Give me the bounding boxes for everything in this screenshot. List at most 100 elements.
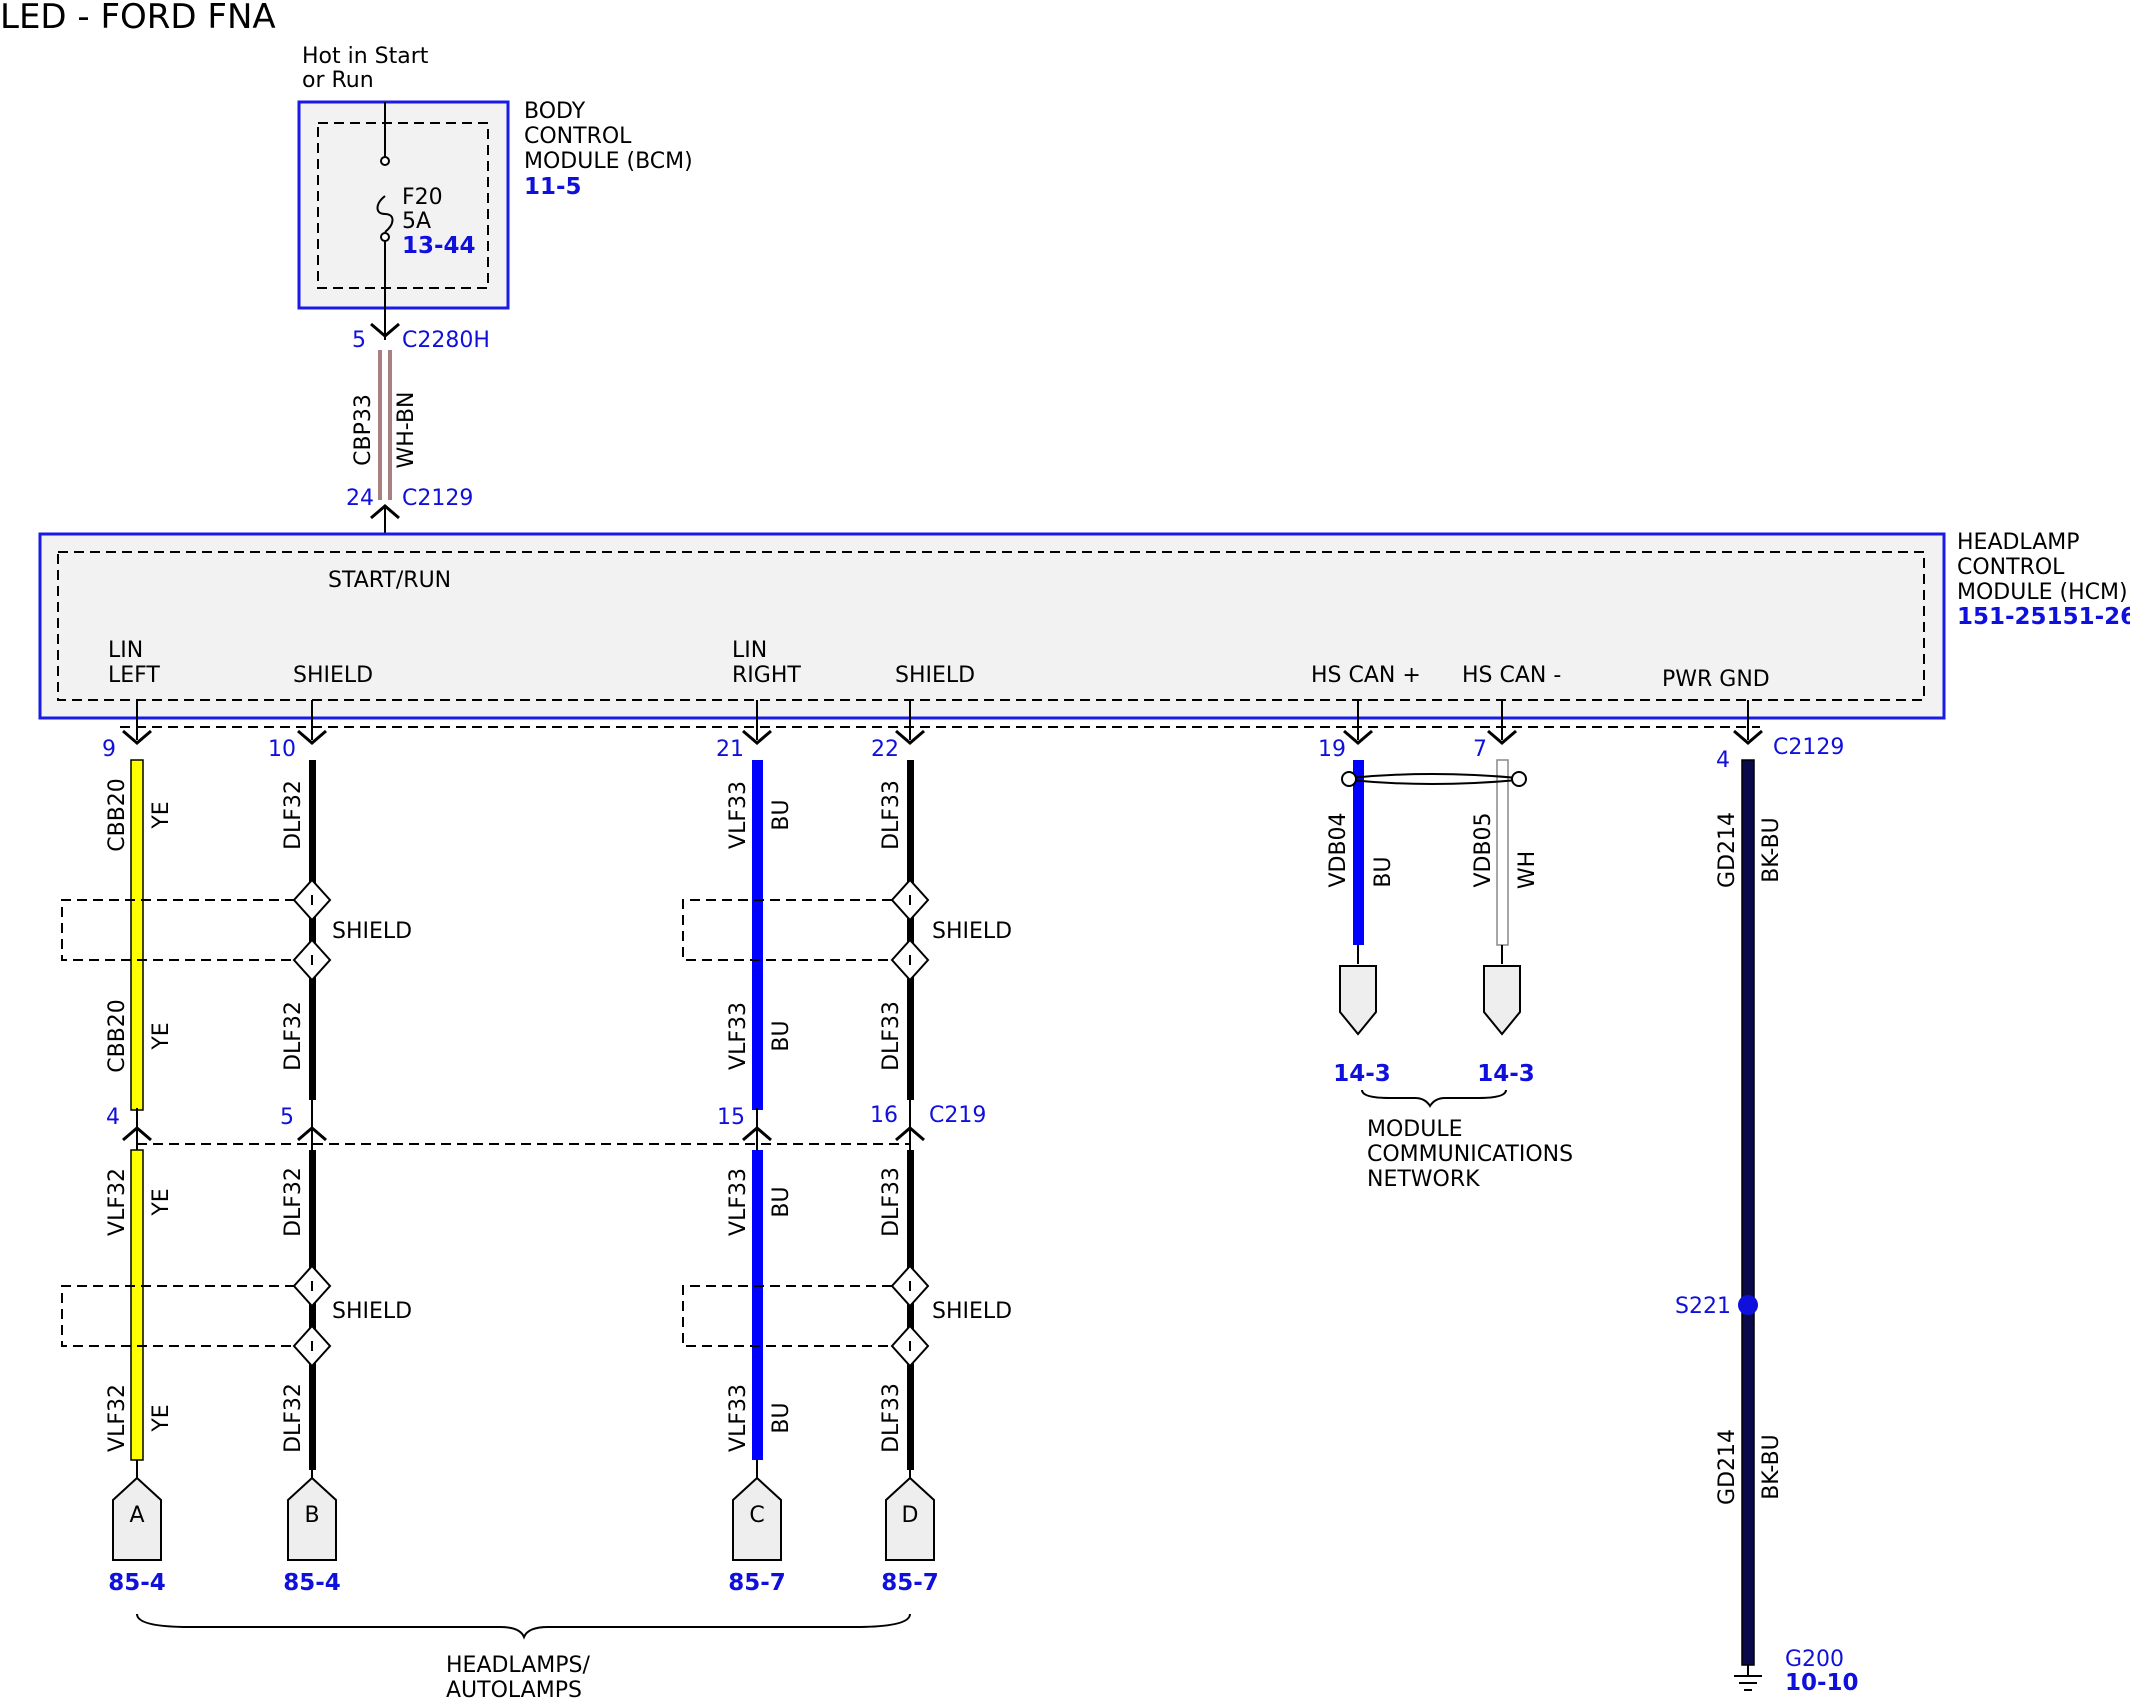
lin-right-circuit-1: VLF33 [726,781,751,849]
lin-right-color-3: BU [769,1186,794,1217]
pin-shield-left: 10 [268,737,296,762]
supply-label-2: or Run [302,68,374,93]
network-label-2: COMMUNICATIONS [1367,1142,1573,1167]
hcm-name-2: CONTROL [1957,555,2065,580]
pin-lin-right: 21 [716,737,744,762]
can-lo-circuit: VDB05 [1471,812,1496,887]
lin-right-circuit-2: VLF33 [726,1002,751,1070]
shield-label-lower-left: SHIELD [332,1299,412,1324]
bcm-ref[interactable]: 11-5 [524,174,582,200]
twisted-pair-icon [1341,771,1527,787]
fuse-icon [376,195,394,233]
hcm-start-run: START/RUN [328,568,451,593]
dest-d[interactable]: D 85-7 [881,1470,939,1596]
ground-name: G200 [1785,1647,1844,1672]
bcm-pin: 5 [352,328,366,353]
dest-a-ref[interactable]: 85-4 [108,1570,166,1596]
shield-right-circuit-2: DLF33 [879,1001,904,1071]
dest-c-letter: C [749,1503,764,1528]
shield-right-circuit-1: DLF33 [879,780,904,850]
pin-lin-left: 9 [102,737,116,762]
destinations-label-1: HEADLAMPS/ [446,1653,590,1678]
c219-connector: 4 5 15 16 C219 [106,1100,986,1150]
dest-b[interactable]: B 85-4 [283,1470,341,1596]
hcm-output-pins: 9 10 21 22 19 7 4 C2129 [102,700,1844,773]
can-lo-color: WH [1515,851,1540,889]
bcm-module: Hot in Start or Run F20 5A 13-44 BODY CO… [297,44,693,353]
gnd-color-1: BK-BU [1759,817,1784,883]
hcm-ref[interactable]: 151-25151-26 [1957,604,2130,630]
fuse-name: F20 [402,185,443,210]
dest-c-ref[interactable]: 85-7 [728,1570,786,1596]
shield-loop-upper-right: SHIELD [682,878,1012,982]
network-bracket [1361,1089,1507,1108]
shield-loop-lower-left: SHIELD [61,1264,412,1368]
hcm-inner [57,551,1925,701]
lin-left-wire: CBB20 YE CBB20 YE VLF32 YE VLF32 YE [105,759,174,1461]
hcm-name-3: MODULE (HCM) [1957,580,2128,605]
c219-label: C219 [929,1103,986,1128]
shield-right-circuit-3: DLF33 [879,1167,904,1237]
pin-shield-right: 22 [871,737,899,762]
dest-c[interactable]: C 85-7 [728,1460,786,1596]
term-pwr-gnd: PWR GND [1662,667,1770,692]
pin-pwr-gnd: 4 [1716,748,1730,773]
shield-label-lower-right: SHIELD [932,1299,1012,1324]
lin-right-circuit-3: VLF33 [726,1168,751,1236]
shield-loop-lower-right: SHIELD [682,1264,1012,1368]
c2129-label: C2129 [1773,735,1844,760]
shield-left-circuit-2: DLF32 [281,1001,306,1071]
fuse-terminal [380,156,390,166]
lin-right-color-1: BU [769,799,794,830]
dest-a[interactable]: A 85-4 [108,1460,166,1596]
lin-left-circuit-1: CBB20 [105,778,130,852]
shield-label-upper-right: SHIELD [932,919,1012,944]
destinations-bracket [136,1613,911,1640]
c219-pin-shield-right: 16 [870,1103,898,1128]
term-lin-right-2: RIGHT [732,663,801,688]
pin-can-hi: 19 [1318,737,1346,762]
c219-pin-lin-right: 15 [717,1105,745,1130]
can-hi-ref[interactable]: 14-3 [1333,1061,1391,1087]
can-hi-circuit: VDB04 [1326,812,1351,887]
network-label-1: MODULE [1367,1117,1463,1142]
gnd-circuit-2: GD214 [1715,1429,1740,1505]
splice-dot [1738,1295,1758,1315]
shield-left-circuit-4: DLF32 [281,1383,306,1453]
bcm-inner [317,122,489,289]
gnd-color-2: BK-BU [1759,1434,1784,1500]
network-label-3: NETWORK [1367,1167,1480,1192]
can-lo-ref[interactable]: 14-3 [1477,1061,1535,1087]
term-lin-left-2: LEFT [108,663,160,688]
shield-label-upper-left: SHIELD [332,919,412,944]
fuse-rating: 5A [402,209,431,234]
destinations-label-2: AUTOLAMPS [446,1678,582,1703]
bcm-name-1: BODY [524,99,586,124]
shield-loop-upper-left: SHIELD [61,878,412,982]
dest-b-letter: B [304,1503,319,1528]
lin-right-circuit-4: VLF33 [726,1384,751,1452]
shield-right-wire: DLF33 DLF33 DLF33 DLF33 [879,760,914,1470]
lin-left-color-3: YE [149,1188,174,1216]
can-lo-wire: VDB05 WH 14-3 [1471,759,1540,1087]
lin-left-circuit-2: CBB20 [105,999,130,1073]
lin-left-color-2: YE [149,1022,174,1050]
dest-b-ref[interactable]: 85-4 [283,1570,341,1596]
term-shield-left: SHIELD [293,663,373,688]
fuse-ref[interactable]: 13-44 [402,233,476,259]
can-hi-wire: VDB04 BU 14-3 [1326,760,1396,1087]
ground-ref[interactable]: 10-10 [1785,1670,1859,1696]
term-lin-left-1: LIN [108,638,143,663]
splice-label: S221 [1675,1294,1731,1319]
diagram-title: LED - FORD FNA [0,0,276,37]
hcm-input-connector: C2129 [402,486,473,511]
pin-can-lo: 7 [1473,737,1487,762]
can-hi-terminal [1339,965,1377,1036]
term-can-lo: HS CAN - [1462,663,1561,688]
dest-d-ref[interactable]: 85-7 [881,1570,939,1596]
term-lin-right-1: LIN [732,638,767,663]
supply-label-1: Hot in Start [302,44,429,69]
shield-left-circuit-1: DLF32 [281,780,306,850]
term-shield-right: SHIELD [895,663,975,688]
